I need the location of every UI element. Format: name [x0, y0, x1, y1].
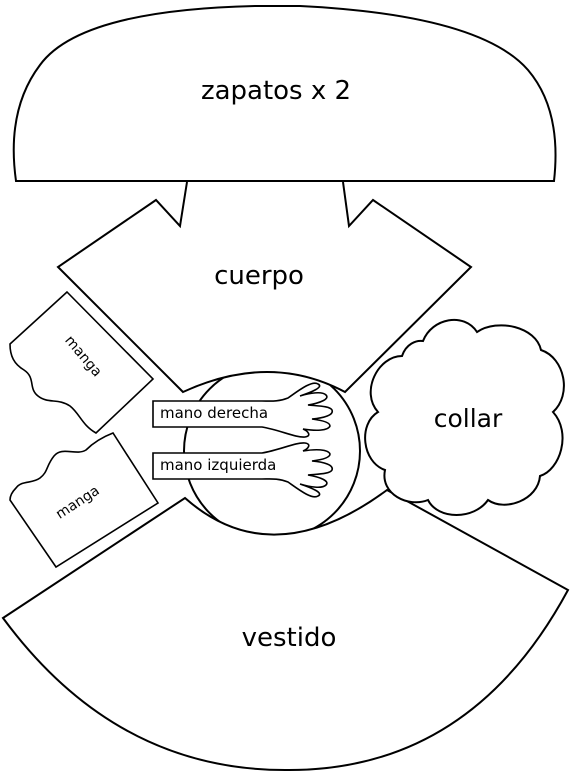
manga-piece-top [9, 290, 155, 434]
zapatos-label: zapatos x 2 [201, 76, 351, 106]
collar-piece [364, 318, 565, 516]
collar-label: collar [434, 404, 503, 433]
manga-piece-bottom [9, 432, 160, 569]
vestido-label: vestido [242, 623, 337, 653]
mano-izquierda-piece [152, 442, 334, 498]
mano-izquierda-label: mano izquierda [160, 456, 276, 474]
vestido-piece [1, 488, 570, 772]
mano-derecha-label: mano derecha [160, 404, 268, 422]
cuerpo-label: cuerpo [214, 261, 304, 291]
cuerpo-piece [56, 181, 473, 394]
mano-derecha-piece [152, 382, 334, 438]
zapatos-piece [12, 5, 557, 182]
